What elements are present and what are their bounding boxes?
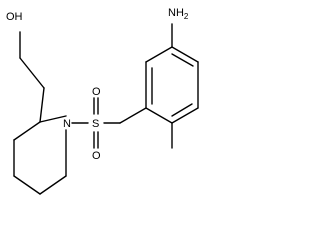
sulfonyl-oxygen-upper-label: O [92,86,101,98]
ring-nitrogen-label: N [63,118,71,130]
bond-c6-c1prime [171,107,199,124]
bond-c2-c3 [13,121,41,141]
chemical-structure-diagram: OH NH2 S O O N [6,7,199,195]
hydroxyl-label: OH [6,11,23,23]
bond-c4-c5 [171,46,199,63]
hydroxyethyl-chain [19,31,45,123]
amino-label: NH2 [168,7,189,21]
bond-c4-c5-inner [171,53,194,67]
sulfur-label: S [92,118,99,130]
amino-label-subscript: 2 [184,12,189,21]
benzene-ring [119,46,199,124]
bond-c4-c5 [13,175,41,195]
bond-c1prime-c1 [145,107,173,124]
sulfonyl-oxygen-lower-label: O [92,150,101,162]
piperidine-ring [13,115,67,195]
bond-c5-c6 [39,175,67,195]
bond-c2-n1 [39,115,67,123]
bond-ch2-ch2 [19,57,45,89]
bond-c6-c1prime-inner [171,103,193,117]
sulfonyl-group [71,97,121,149]
amino-label-main: NH [168,7,184,19]
bond-c1-c2 [119,107,147,124]
bond-c3-c4 [145,46,173,63]
bond-ch2-ring [39,87,45,123]
